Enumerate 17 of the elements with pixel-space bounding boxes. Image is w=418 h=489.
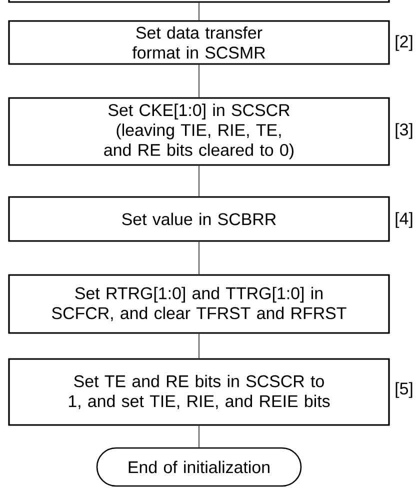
step-number: [3] bbox=[396, 123, 412, 139]
process-box: Set CKE[1:0] in SCSCR (leaving TIE, RIE, TE, and RE bits cleared to 0) bbox=[8, 97, 390, 166]
connector-line bbox=[198, 425, 200, 448]
step-number: [5] bbox=[396, 382, 412, 398]
connector-line bbox=[198, 64, 200, 98]
process-box bbox=[8, 0, 390, 3]
process-box: Set TE and RE bits in SCSCR to 1, and set TIE, RIE, and REIE bits bbox=[8, 358, 390, 426]
connector-line bbox=[198, 333, 200, 359]
connector-line bbox=[198, 165, 200, 197]
connector-line bbox=[198, 2, 200, 21]
process-box: Set data transfer format in SCSMR bbox=[8, 20, 390, 65]
process-box: Set RTRG[1:0] and TTRG[1:0] in SCFCR, and clear TFRST and RFRST bbox=[8, 274, 390, 334]
process-box: Set value in SCBRR bbox=[8, 196, 390, 242]
step-number: [4] bbox=[396, 212, 412, 228]
connector-line bbox=[198, 241, 200, 275]
step-number: [2] bbox=[396, 35, 412, 51]
terminal: End of initialization bbox=[96, 447, 302, 487]
